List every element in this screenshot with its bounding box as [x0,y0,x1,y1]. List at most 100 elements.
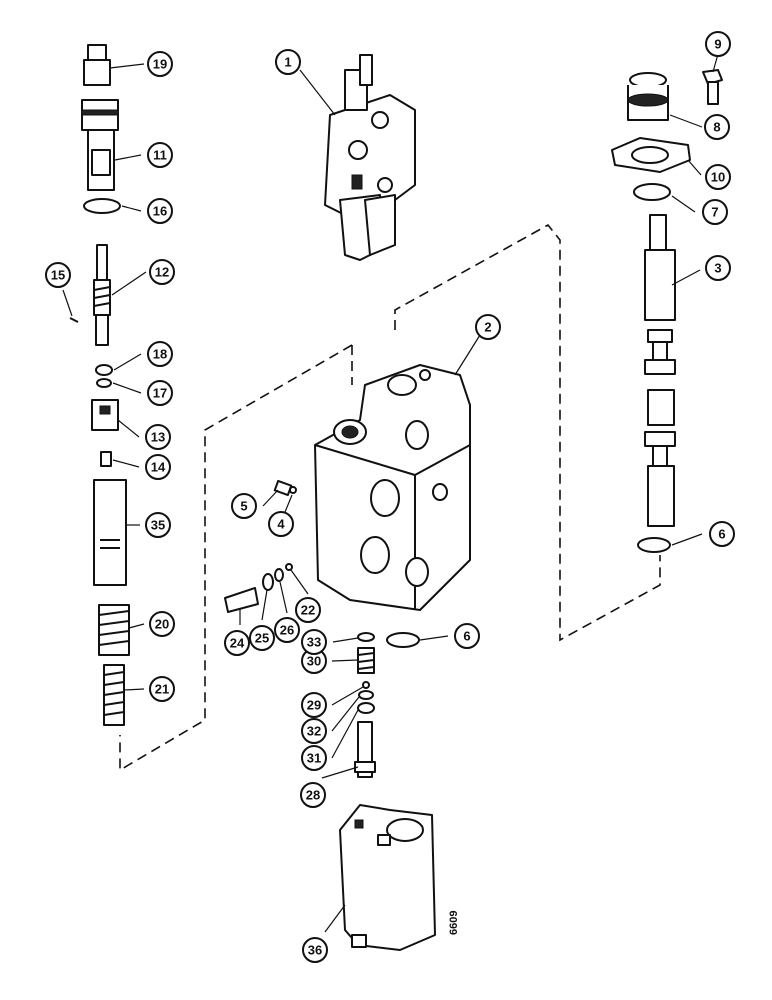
callout-label: 20 [155,617,169,632]
callout-c4: 4 [268,511,294,537]
callout-c9: 9 [705,31,731,57]
part-ring-26 [274,568,284,582]
callout-label: 15 [51,268,65,283]
callout-c17: 17 [147,380,173,406]
callout-label: 6 [718,527,725,542]
callout-c26: 26 [274,617,300,643]
callout-circle [147,142,173,168]
part-spring-20 [98,604,130,656]
part-guide-13 [91,399,119,431]
callout-label: 24 [230,636,245,651]
part-ring-33 [357,632,375,642]
callout-circle [704,114,730,140]
callout-circle [45,262,71,288]
part-ring-16 [83,198,121,214]
callout-circle [702,199,728,225]
callout-c25: 25 [249,625,275,651]
callout-circle [224,630,250,656]
callout-circle [705,31,731,57]
callout-c6a: 6 [454,623,480,649]
part-ring-25 [262,573,274,591]
part-ring-18 [95,364,113,376]
callout-label: 7 [711,205,718,220]
callout-c15: 15 [45,262,71,288]
callout-c2: 2 [475,314,501,340]
callout-label: 26 [280,623,294,638]
callout-circle [149,259,175,285]
callout-c18: 18 [147,341,173,367]
callout-circle [231,493,257,519]
callout-c3: 3 [705,255,731,281]
part-ring-31 [357,702,375,714]
part-cap-19 [83,44,111,86]
callout-label: 25 [255,631,269,646]
callout-label: 5 [240,499,247,514]
callout-label: 14 [151,460,166,475]
callout-label: 6 [463,629,470,644]
callout-c7: 7 [702,199,728,225]
callout-label: 36 [308,943,322,958]
callout-circle [147,198,173,224]
part-spring-21 [103,664,125,726]
part-cap [627,72,669,121]
part-pin-15 [69,317,79,323]
part-stem-28 [354,721,376,778]
callout-c31: 31 [301,745,327,771]
callout-c5: 5 [231,493,257,519]
callout-c36: 36 [302,937,328,963]
part-spool [644,214,676,527]
callout-label: 13 [151,430,165,445]
callout-circle [268,511,294,537]
callout-c16: 16 [147,198,173,224]
callout-label: 31 [307,751,321,766]
callout-circle [145,424,171,450]
part-seal-7 [633,183,671,201]
callout-label: 9 [714,37,721,52]
callout-circle [295,597,321,623]
callout-label: 21 [155,682,169,697]
callout-label: 32 [307,724,321,739]
callout-c32: 32 [301,718,327,744]
callout-c10: 10 [705,164,731,190]
callout-c6b: 6 [709,521,735,547]
leader-lines [62,53,719,933]
part-ball-29 [362,681,370,689]
part-valve-assembly [324,54,416,261]
callout-c21: 21 [149,676,175,702]
part-flange-10 [611,137,691,173]
callout-circle [249,625,275,651]
callout-c13: 13 [145,424,171,450]
part-screw-24 [224,587,259,613]
callout-circle [147,380,173,406]
callout-label: 22 [301,603,315,618]
callout-circle [145,512,171,538]
callout-label: 10 [711,170,725,185]
callout-c29: 29 [301,692,327,718]
callout-c14: 14 [145,454,171,480]
callout-label: 12 [155,265,169,280]
callout-circle [705,255,731,281]
callout-circle [300,782,326,808]
callout-circle [149,611,175,637]
part-spring-30 [357,647,375,674]
part-ball-22 [285,563,293,571]
callout-label: 19 [153,57,167,72]
callout-label: 33 [307,635,321,650]
callout-circle [147,341,173,367]
callout-circle [147,51,173,77]
callout-label: 3 [714,261,721,276]
callout-circle [149,676,175,702]
callout-c12: 12 [149,259,175,285]
part-seal-6-upper [637,537,671,553]
part-screw-14 [100,451,112,467]
callout-label: 2 [484,320,491,335]
part-seal-6-lower [386,632,420,648]
callout-label: 11 [153,148,167,163]
part-ring-32 [358,690,374,700]
callout-c24: 24 [224,630,250,656]
callout-circle [475,314,501,340]
callout-label: 29 [307,698,321,713]
